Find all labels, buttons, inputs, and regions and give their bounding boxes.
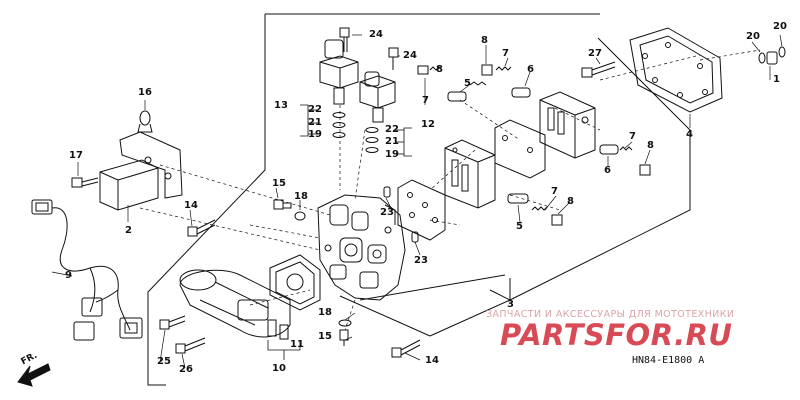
callout-20-right: 20 [773,21,787,32]
callout-7-a: 7 [502,48,509,59]
callout-1: 1 [773,74,780,85]
callout-21-left: 21 [308,117,322,128]
callout-18-bottom: 18 [318,307,332,318]
bolt-17 [71,177,99,188]
callout-25: 25 [157,356,171,367]
callout-14-left: 14 [184,200,198,211]
callout-15-bottom: 15 [318,331,332,342]
callout-11: 11 [290,339,304,350]
separator-plate [397,179,446,241]
callout-9: 9 [65,270,72,281]
callout-6-top: 6 [527,64,534,75]
front-direction-arrow [17,363,51,387]
callout-26: 26 [179,364,193,375]
callout-2: 2 [125,225,132,236]
callout-13: 13 [274,100,288,111]
callout-23-bottom: 23 [414,255,428,266]
bolt-14-bottom [391,339,421,358]
solenoid-right [359,71,396,153]
callout-21-right: 21 [385,136,399,147]
callout-19-left: 19 [308,129,322,140]
lower-solenoid-assembly [179,254,321,340]
bolts-lower-left [159,315,206,354]
plug-and-washers [758,46,786,65]
gasket-cover [629,27,723,113]
callout-22-right: 22 [385,124,399,135]
callout-6-bottom: 6 [604,165,611,176]
wire-clip [137,110,153,133]
diagram-code: HN84-E1800 A [632,355,705,366]
callout-10: 10 [272,363,286,374]
valve-body-middle [444,139,496,209]
callout-8-c: 8 [647,140,654,151]
callout-17: 17 [69,150,83,161]
callout-7-b: 7 [422,95,429,106]
callout-leaders [51,34,783,369]
bolt-24-right [388,47,399,70]
callout-23-top: 23 [380,207,394,218]
bolt-24-left [339,27,350,52]
solenoid-left [319,39,359,138]
callout-12: 12 [421,119,435,130]
valve-body-right [539,91,596,159]
valve-body [317,194,406,301]
callout-24-left: 24 [369,29,383,40]
callout-14-bottom: 14 [425,355,439,366]
callout-3: 3 [507,299,514,310]
callout-18-top: 18 [294,191,308,202]
callout-20-left: 20 [746,31,760,42]
callout-8-b: 8 [436,64,443,75]
gasket-plate-middle [494,119,546,179]
callout-24-right: 24 [403,50,417,61]
watermark-subtitle: ЗАПЧАСТИ И АКСЕССУАРЫ ДЛЯ МОТОТЕХНИКИ [486,309,735,320]
spool-valves [417,64,651,226]
callout-15-top: 15 [272,178,286,189]
callout-7-c: 7 [629,131,636,142]
callout-7-d: 7 [551,186,558,197]
control-unit-bracket [99,131,183,211]
callout-4: 4 [686,129,693,140]
callout-8-a: 8 [481,35,488,46]
callout-27: 27 [588,48,602,59]
group-brackets [267,104,412,360]
callout-5-bottom: 5 [516,221,523,232]
callout-22-left: 22 [308,104,322,115]
callout-8-d: 8 [567,196,574,207]
wire-harness [31,199,143,341]
bolt-27 [581,61,616,78]
callout-19-right: 19 [385,149,399,160]
callout-5-top: 5 [464,78,471,89]
watermark-brand: PARTSFOR.RU [500,318,733,352]
bolt-14-left [187,219,216,237]
callout-16: 16 [138,87,152,98]
